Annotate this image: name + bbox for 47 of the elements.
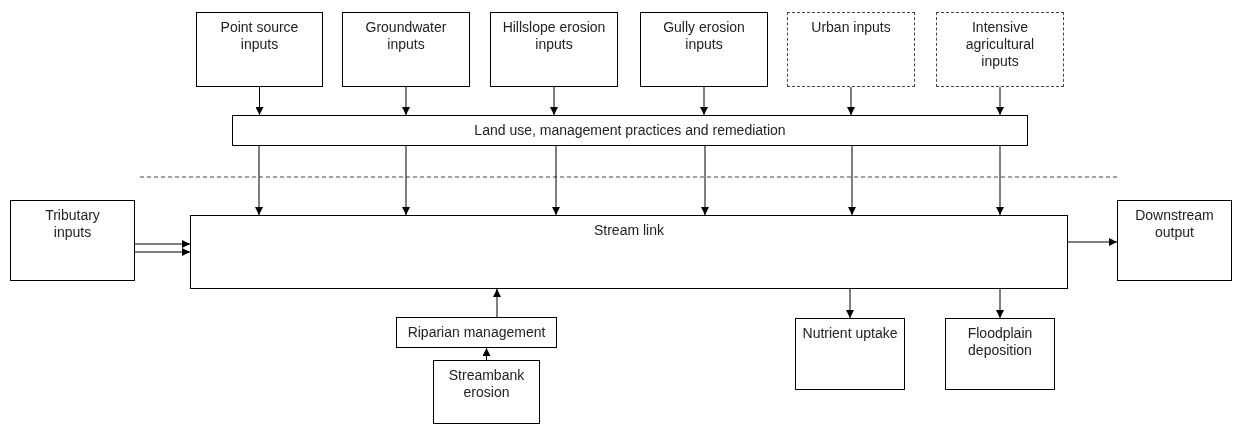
arrow [700, 86, 708, 116]
arrow [134, 248, 191, 256]
process-box [232, 115, 1028, 146]
box-label: Land use, management practices and remediation [474, 122, 786, 139]
process-box [936, 12, 1064, 87]
arrow [552, 145, 560, 216]
process-box [490, 12, 618, 87]
arrow [255, 86, 264, 116]
box-label: Intensive agricultural inputs [964, 19, 1036, 70]
process-box [190, 215, 1068, 289]
arrow [846, 288, 854, 319]
arrow [402, 86, 410, 116]
arrow [402, 145, 410, 216]
box-label: Stream link [594, 222, 664, 239]
process-box [10, 200, 135, 281]
arrow [848, 145, 856, 216]
process-box [787, 12, 915, 87]
arrow [550, 86, 558, 116]
process-box [196, 12, 323, 87]
arrow [701, 145, 709, 216]
arrow [996, 288, 1004, 319]
arrow [1067, 238, 1118, 246]
process-box [1117, 200, 1232, 281]
arrow [255, 145, 263, 216]
process-box [342, 12, 470, 87]
arrow [996, 86, 1004, 116]
box-label: Urban inputs [811, 19, 891, 36]
box-label: Tributary inputs [44, 207, 101, 241]
process-box [396, 317, 557, 348]
box-label: Nutrient uptake [802, 325, 898, 342]
process-box [433, 360, 540, 424]
box-label: Downstream output [1134, 207, 1215, 241]
process-box [795, 318, 905, 390]
box-label: Streambank erosion [447, 367, 526, 401]
arrow [134, 240, 191, 248]
box-label: Point source inputs [219, 19, 300, 53]
process-box [640, 12, 768, 87]
box-label: Hillslope erosion inputs [501, 19, 607, 53]
arrow [493, 288, 501, 318]
arrow [996, 145, 1004, 216]
box-label: Gully erosion inputs [662, 19, 746, 53]
box-label: Riparian management [407, 324, 546, 341]
arrow [482, 347, 491, 361]
box-label: Floodplain deposition [966, 325, 1034, 359]
box-label: Groundwater inputs [364, 19, 448, 53]
arrow [847, 86, 855, 116]
process-box [945, 318, 1055, 390]
